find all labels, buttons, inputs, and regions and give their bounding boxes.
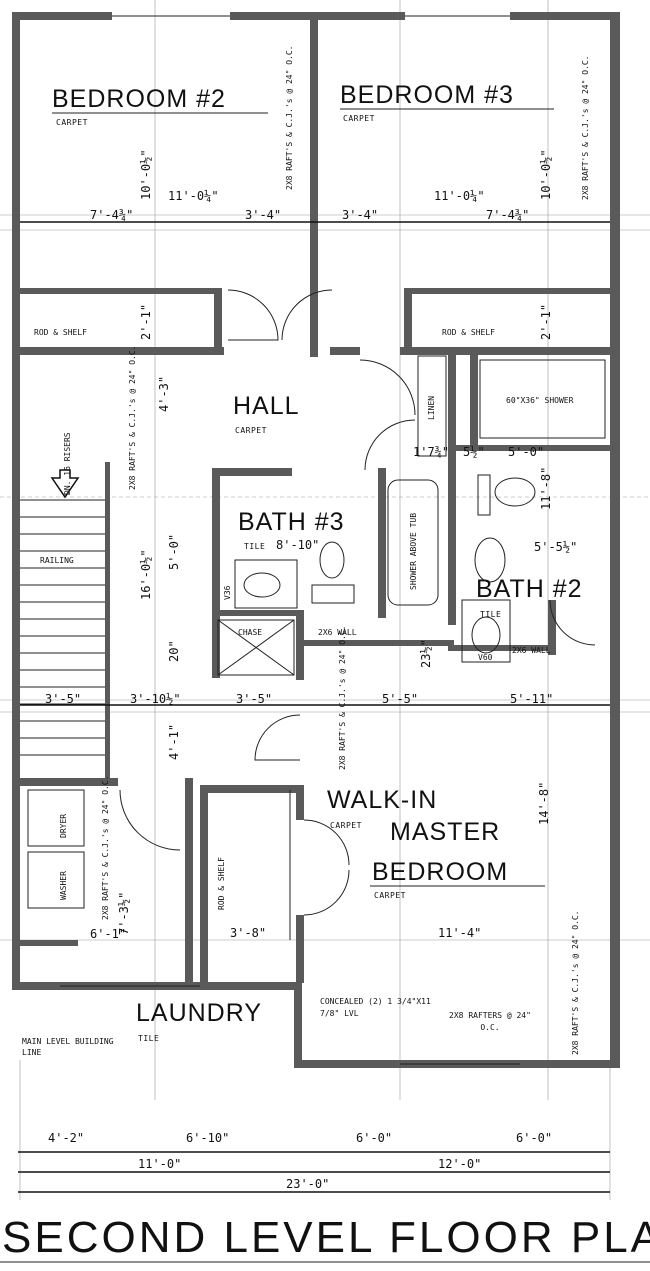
- rafters-cj-note-master: 2X8 RAFT'S & C.J.'s @ 24" O.C.: [338, 626, 347, 771]
- rafters-cj-note-laundry: 2X8 RAFT'S & C.J.'s @ 24" O.C.: [101, 776, 110, 921]
- dim-bottom-4: 6'-0": [516, 1131, 552, 1145]
- rod-shelf-right: ROD & SHELF: [442, 328, 495, 337]
- dim-master-width: 11'-4": [438, 926, 481, 940]
- rafters-cj-note-b3: 2X8 RAFT'S & C.J.'s @ 24" O.C.: [581, 56, 590, 201]
- rod-shelf-left: ROD & SHELF: [34, 328, 87, 337]
- bath3-finish: TILE: [244, 542, 265, 551]
- dim-v148: 14'-8": [537, 782, 551, 825]
- interior-walls: [12, 12, 620, 983]
- walkin-finish: CARPET: [330, 821, 362, 830]
- v60-label: V60: [478, 653, 493, 662]
- chase-label: CHASE: [238, 628, 262, 637]
- doors-fixtures: [27, 289, 606, 940]
- dim-h3: 5'-0": [508, 445, 544, 459]
- master-label-line1: MASTER: [390, 818, 500, 846]
- dim-bath2-vertical: 11'-8": [539, 467, 553, 510]
- dim-bottom-3: 6'-0": [356, 1131, 392, 1145]
- dim-laundry-height: 7'-3½": [117, 892, 131, 935]
- shower-unit-label: 60"X36" SHOWER: [506, 396, 574, 405]
- reference-lines: [0, 0, 650, 1200]
- dim-row2-d: 5'-5": [382, 692, 418, 706]
- bedroom2-finish: CARPET: [56, 118, 88, 127]
- dim-row1-d: 7'-4¾": [486, 208, 529, 222]
- dim-closet-left: 2'-1": [139, 304, 153, 340]
- dryer-label: DRYER: [59, 814, 68, 838]
- dim-row2-b: 3'-10½": [130, 692, 181, 706]
- rafters-note: 2X8 RAFTERS @ 24" O.C.: [449, 1011, 531, 1032]
- bath2-finish: TILE: [480, 610, 501, 619]
- master-label-line2: BEDROOM: [372, 858, 508, 886]
- dim-row1-b: 3'-4": [245, 208, 281, 222]
- rafters-cj-note-b2: 2X8 RAFT'S & C.J.'s @ 24" O.C.: [285, 46, 294, 191]
- plan-title: SECOND LEVEL FLOOR PLAN: [2, 1213, 650, 1262]
- dim-closet-right: 2'-1": [539, 304, 553, 340]
- shower-above-tub-label: SHOWER ABOVE TUB: [409, 513, 418, 590]
- hall-finish: CARPET: [235, 426, 267, 435]
- dim-v41: 4'-1": [167, 724, 181, 760]
- bath2-label: BATH #2: [476, 575, 583, 603]
- wall-2x6-label-b: 2X6 WALL: [512, 646, 551, 655]
- dim-walkin-width: 3'-8": [230, 926, 266, 940]
- railing-label: RAILING: [40, 556, 74, 565]
- dim-bottom-1: 4'-2": [48, 1131, 84, 1145]
- dim-b3-height: 10'-0½": [539, 149, 553, 200]
- master-finish: CARPET: [374, 891, 406, 900]
- stair-dn-label: DN. 16 RISERS: [63, 432, 72, 495]
- dim-row1-a: 7'-4¾": [90, 208, 133, 222]
- dim-row2-a: 3'-5": [45, 692, 81, 706]
- dim-h2: 5½": [463, 445, 485, 459]
- dim-b2-width: 11'-0¼": [168, 189, 219, 203]
- dim-bath2-width: 5'-5½": [534, 540, 577, 554]
- dim-b3-width: 11'-0¼": [434, 189, 485, 203]
- rod-shelf-walkin: ROD & SHELF: [217, 857, 226, 910]
- dim-v23: 23½": [419, 639, 433, 668]
- bath3-label: BATH #3: [238, 508, 345, 536]
- dim-bath3-width: 8'-10": [276, 538, 319, 552]
- washer-label: WASHER: [59, 871, 68, 900]
- rafters-cj-note-hall: 2X8 RAFT'S & C.J.'s @ 24" O.C.: [128, 346, 137, 491]
- dim-v50: 5'-0": [167, 534, 181, 570]
- laundry-finish: TILE: [138, 1034, 159, 1043]
- dim-stair-vertical: 16'-0½": [139, 549, 153, 600]
- stair-arrow-icon: [50, 469, 80, 499]
- dim-row2-c: 3'-5": [236, 692, 272, 706]
- dimension-lines: [18, 221, 610, 1193]
- walkin-label: WALK-IN: [327, 786, 437, 814]
- dim-v20: 20": [167, 640, 181, 662]
- dim-bottom-2: 6'-10": [186, 1131, 229, 1145]
- dim-laundry-width: 6'-1": [90, 927, 126, 941]
- main-level-note: MAIN LEVEL BUILDING LINE: [22, 1037, 114, 1057]
- wall-2x6-label-a: 2X6 WALL: [318, 628, 357, 637]
- hall-label: HALL: [233, 392, 300, 420]
- v36-label: V36: [223, 585, 232, 600]
- bedroom3-finish: CARPET: [343, 114, 375, 123]
- stair-treads: [20, 499, 105, 756]
- dim-h1: 1'7¾": [413, 445, 449, 459]
- dim-row2-e: 5'-11": [510, 692, 553, 706]
- dim-total: 23'-0": [286, 1177, 329, 1191]
- dim-combined-1: 11'-0": [138, 1157, 181, 1171]
- dim-b2-height: 10'-0½": [139, 149, 153, 200]
- bedroom2-label: BEDROOM #2: [52, 85, 226, 113]
- rafters-cj-note-edge: 2X8 RAFT'S & C.J.'s @ 24" O.C.: [571, 911, 580, 1056]
- laundry-label: LAUNDRY: [136, 999, 262, 1027]
- bedroom3-label: BEDROOM #3: [340, 81, 514, 109]
- dim-row1-c: 3'-4": [342, 208, 378, 222]
- dim-combined-2: 12'-0": [438, 1157, 481, 1171]
- concealed-lvl-note: CONCEALED (2) 1 3/4"X11 7/8" LVL: [320, 997, 431, 1018]
- linen-label: LINEN: [427, 396, 436, 420]
- dim-hall-vertical: 4'-3": [157, 376, 171, 412]
